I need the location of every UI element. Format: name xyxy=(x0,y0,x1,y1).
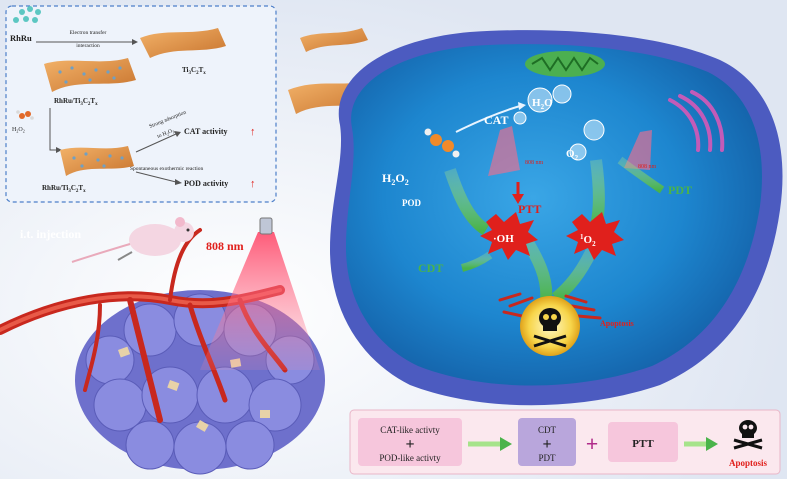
summary-ptt-label: PTT xyxy=(632,438,654,450)
injection-label: i.t. injection xyxy=(20,227,81,241)
activity-plus: + xyxy=(405,436,414,453)
ptt-arrow xyxy=(512,194,524,204)
cdt-pdt-plus: + xyxy=(542,436,551,453)
floating-sheet-icon xyxy=(300,28,368,52)
h2o2-molecule-icon xyxy=(16,110,34,120)
h2o-label: H2O xyxy=(532,97,553,111)
tumor-cell: 808 nm 808 nm CAT H2O O2 H2O2 POD PTT PD… xyxy=(330,30,783,406)
pdt-label-cell: PDT xyxy=(668,183,692,197)
apoptosis-label-cell: Apoptosis xyxy=(600,319,634,328)
to-h2o2-label: to H2O2 xyxy=(157,128,176,141)
tumor-scene: 808 nm i.t. injection xyxy=(0,28,380,475)
summary-apoptosis-label: Apoptosis xyxy=(729,458,768,468)
h2o2-label-cell: H2O2 xyxy=(382,171,409,187)
activity-box xyxy=(358,418,462,466)
inset-frame xyxy=(5,5,277,203)
cat-up-arrow-icon: ↑ xyxy=(250,126,256,138)
skull-icon xyxy=(533,308,567,348)
ti3c2tx-label: Ti3C2Tx xyxy=(182,66,206,76)
mouse-icon xyxy=(71,217,194,263)
summary-bar: CAT-like activty + POD-like activty CDT … xyxy=(349,409,781,475)
cat-arrow xyxy=(135,133,177,153)
composite-sheet-icon xyxy=(44,58,136,92)
oxygen-bubbles xyxy=(513,84,605,161)
cdt-label-cell: CDT xyxy=(418,261,443,275)
composite-label-bottom: RhRu/Ti3C2Tx xyxy=(42,184,86,194)
h2o2-molecule-cell-icon xyxy=(424,128,460,158)
pod-like-label: POD-like activty xyxy=(379,453,441,463)
pod-activity-label: POD activity xyxy=(184,179,228,188)
cytoplasm xyxy=(346,44,762,386)
laser-small-2 xyxy=(624,130,652,170)
mitochondrion-icon xyxy=(525,51,605,77)
golgi-icon xyxy=(668,90,725,152)
laser-source-icon xyxy=(259,217,273,235)
cat-like-label: CAT-like activty xyxy=(380,425,440,435)
singlet-to-apoptosis-arrow xyxy=(552,247,598,303)
spontaneous-label: Spontaneous exothermic reaction xyxy=(130,166,204,172)
laser-beam xyxy=(200,232,320,370)
syringe-icon xyxy=(117,251,133,261)
interaction-label: interaction xyxy=(76,43,100,49)
singlet-oxygen-label: 1O2 xyxy=(580,233,596,248)
cdt-pdt-box xyxy=(518,418,576,466)
singlet-oxygen-burst xyxy=(566,212,624,260)
laser-small-label-2: 808 nm xyxy=(638,164,657,170)
rhru-label: RhRu xyxy=(10,33,32,43)
cat-activity-label: CAT activity xyxy=(184,127,227,136)
cdt-arrow xyxy=(460,251,493,272)
summary-skull-icon xyxy=(733,420,763,450)
mechanism-inset: RhRu Electron transfer interaction Ti3C2… xyxy=(5,5,277,203)
cat-reaction-arrow xyxy=(455,105,521,133)
hydroxyl-radical-burst xyxy=(480,212,538,260)
cat-label: CAT xyxy=(484,113,508,127)
ptt-box xyxy=(608,422,678,462)
ti3c2tx-sheet-icon xyxy=(140,28,226,58)
laser-small-1 xyxy=(488,126,520,176)
hydroxyl-radical-label: ·OH xyxy=(493,233,514,245)
laser-small-label-1: 808 nm xyxy=(525,160,544,166)
composite-label-top: RhRu/Ti3C2Tx xyxy=(54,97,98,107)
summary-plus: + xyxy=(586,431,599,456)
electron-transfer-label: Electron transfer xyxy=(70,29,107,36)
h2o2-label-inset: H2O2 xyxy=(12,127,25,134)
summary-cdt-label: CDT xyxy=(538,425,557,435)
pod-label: POD xyxy=(402,198,421,208)
rhru-particles-icon xyxy=(13,6,41,23)
summary-pdt-label: PDT xyxy=(538,453,556,463)
laser-wavelength-label: 808 nm xyxy=(206,239,244,253)
o2-label: O2 xyxy=(566,148,579,162)
pdt-arrow xyxy=(617,156,665,194)
pod-reaction-arrow xyxy=(444,168,490,236)
pod-up-arrow-icon: ↑ xyxy=(250,178,256,190)
ptt-label-cell: PTT xyxy=(518,202,541,216)
damaged-mitochondria-icon xyxy=(498,292,602,320)
pod-arrow xyxy=(135,171,177,183)
